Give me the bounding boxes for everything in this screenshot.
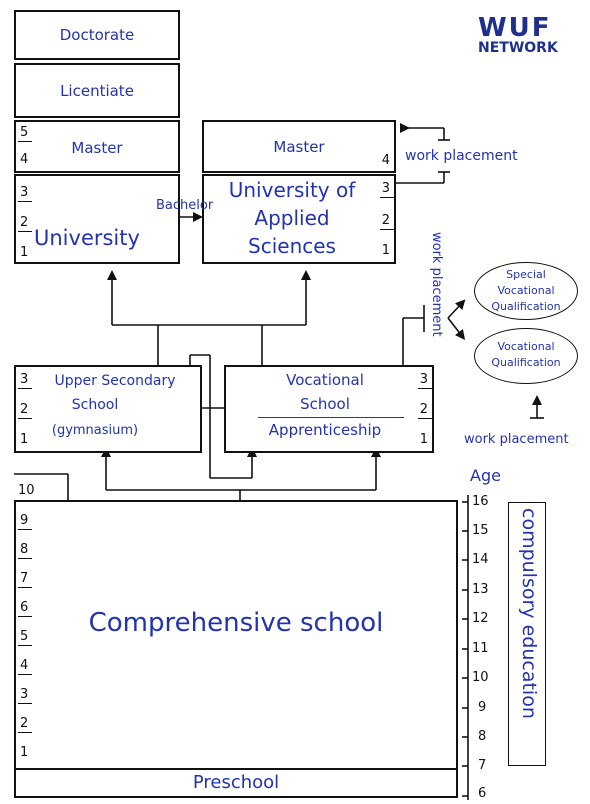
uas-label-line-2: Applied (254, 206, 330, 230)
bachelor-label: Bachelor (156, 198, 214, 213)
master-university-label: Master (71, 139, 123, 157)
age-tick: 13 (472, 582, 489, 597)
year-number: 3 (17, 185, 33, 202)
master-university-box: 5 4 Master (14, 120, 180, 173)
year-number: 3 (417, 372, 433, 389)
year-number: 6 (17, 600, 33, 617)
voc-qual-line-1: Vocational (497, 340, 555, 353)
special-voc-line-3: Qualification (491, 300, 561, 313)
compulsory-education-label: compulsory education (518, 508, 540, 719)
uas-label-line-1: University of (228, 178, 356, 202)
uas-box: University of Applied Sciences 3 2 1 (202, 174, 396, 264)
age-tick: 8 (478, 729, 487, 744)
year-number: 1 (20, 745, 29, 760)
voc-label-line-3: Apprenticeship (268, 421, 382, 439)
comprehensive-school-label: Comprehensive school (88, 608, 384, 638)
university-box: 3 2 1 University (14, 174, 180, 264)
comprehensive-school-box: 9 8 7 6 5 4 3 2 1 Comprehensive school (14, 500, 458, 770)
year-number: 2 (379, 213, 395, 230)
voc-label-line-2: School (300, 395, 350, 413)
age-tick: 10 (472, 670, 489, 685)
age-tick: 14 (472, 552, 489, 567)
work-placement-bottom-label: work placement (464, 432, 569, 447)
year-number: 4 (20, 152, 29, 167)
preschool-label: Preschool (192, 772, 280, 793)
upper-label-line-3: (gymnasium) (51, 423, 139, 438)
special-voc-line-2: Vocational (497, 284, 555, 297)
voc-label-line-1: Vocational (286, 371, 364, 389)
voc-divider (258, 417, 404, 418)
year-number: 5 (17, 125, 33, 142)
year-number: 2 (17, 716, 33, 733)
master-uas-label: Master (273, 138, 325, 156)
age-tick: 6 (478, 786, 487, 801)
compulsory-education-box (508, 502, 546, 766)
year-number: 4 (17, 658, 33, 675)
age-tick: 7 (478, 758, 487, 773)
doctorate-box: Doctorate (14, 10, 180, 60)
vocational-school-box: Vocational School Apprenticeship 3 2 1 (224, 365, 434, 453)
upper-secondary-box: 3 2 1 Upper Secondary School (gymnasium) (14, 365, 202, 453)
age-tick: 9 (478, 700, 487, 715)
master-uas-box: Master 4 (202, 120, 396, 173)
year-number-grade-10: 10 (18, 483, 35, 498)
licentiate-box: Licentiate (14, 63, 180, 118)
upper-label-line-1: Upper Secondary (54, 373, 176, 389)
special-voc-line-1: Special (506, 268, 546, 281)
logo-line-1: WUF (478, 13, 552, 43)
age-tick: 12 (472, 611, 489, 626)
year-number: 1 (381, 243, 390, 258)
vocational-qualification-ellipse: Vocational Qualification (474, 328, 578, 384)
year-number: 9 (17, 513, 33, 530)
year-number: 1 (20, 245, 29, 260)
preschool-box: Preschool (14, 768, 458, 798)
year-number: 5 (17, 629, 33, 646)
upper-label-line-2: School (71, 397, 119, 413)
wuf-network-logo: WUF NETWORK (478, 14, 578, 64)
age-tick: 11 (472, 641, 489, 656)
voc-qual-line-2: Qualification (491, 356, 561, 369)
doctorate-label: Doctorate (59, 26, 135, 44)
special-vocational-qualification-ellipse: Special Vocational Qualification (474, 262, 578, 320)
work-placement-top-label: work placement (405, 148, 518, 164)
year-number: 3 (17, 687, 33, 704)
year-number: 1 (419, 432, 428, 447)
licentiate-label: Licentiate (60, 82, 134, 100)
university-label: University (34, 226, 140, 250)
age-tick: 16 (472, 494, 489, 509)
logo-line-2: NETWORK (478, 40, 558, 56)
year-number: 7 (17, 571, 33, 588)
year-number: 4 (381, 153, 390, 168)
year-number: 2 (17, 402, 33, 419)
year-number: 2 (17, 215, 33, 232)
work-placement-vertical-label: work placement (429, 232, 444, 337)
age-label: Age (470, 466, 501, 485)
year-number: 2 (417, 402, 433, 419)
year-number: 8 (17, 542, 33, 559)
year-number: 1 (20, 432, 29, 447)
year-number: 3 (379, 181, 395, 198)
age-tick: 15 (472, 523, 489, 538)
uas-label-line-3: Sciences (248, 234, 336, 258)
year-number: 3 (17, 372, 33, 389)
